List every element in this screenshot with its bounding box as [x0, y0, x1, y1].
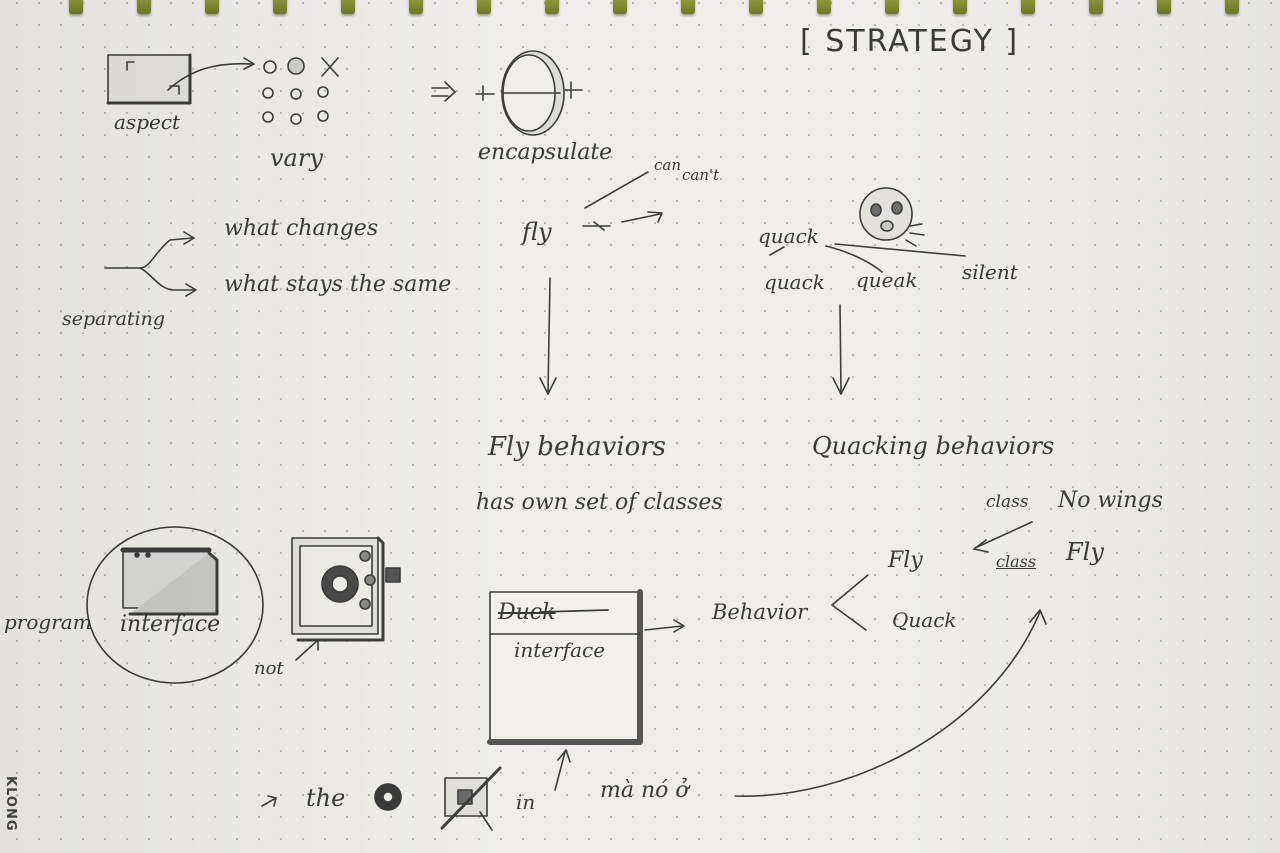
separating-bracket — [104, 231, 197, 297]
page-title: [ STRATEGY ] — [800, 24, 1020, 59]
behavior-chevron — [831, 574, 869, 631]
arrow-aspect-to-vary — [167, 62, 253, 91]
vary-grid-icon — [262, 57, 339, 125]
fly-branch-label: Fly — [888, 548, 923, 573]
brand-label: KLONG — [3, 776, 18, 832]
quack-sub-label: quack — [764, 270, 825, 294]
spiral-ring — [137, 0, 151, 14]
spiral-ring — [1157, 0, 1171, 14]
the-label: the — [306, 784, 346, 812]
spiral-ring — [477, 0, 491, 14]
interface-circle-label: interface — [120, 612, 221, 637]
can-arrow — [584, 171, 649, 209]
duck-interface-box — [487, 589, 643, 745]
interface-box-label: interface — [514, 638, 606, 662]
gear-box-icon — [291, 536, 401, 642]
not-arrow — [295, 639, 319, 661]
window-icon — [120, 547, 219, 616]
can-label: can — [654, 156, 682, 174]
spiral-ring — [1225, 0, 1239, 14]
aspect-label: aspect — [114, 110, 181, 134]
spiral-ring — [205, 0, 219, 14]
spiral-ring — [613, 0, 627, 14]
aspect-box-icon — [106, 53, 192, 105]
in-label: in — [516, 790, 536, 814]
quack-branch-line — [769, 246, 785, 256]
spiral-ring — [409, 0, 423, 14]
spiral-ring — [69, 0, 83, 14]
fly-right-label: Fly — [1066, 538, 1104, 566]
implies-icon — [431, 81, 456, 102]
squeak-label: queak — [856, 268, 918, 292]
no-wings-label: No wings — [1058, 488, 1163, 513]
quack-label: quack — [758, 224, 819, 248]
spiral-ring — [953, 0, 967, 14]
own-classes-label: has own set of classes — [476, 490, 723, 515]
spiral-ring — [273, 0, 287, 14]
quack-down-arrow — [832, 304, 850, 395]
silent-label: silent — [962, 260, 1018, 284]
spiral-ring — [749, 0, 763, 14]
crossed-box-icon — [440, 766, 502, 831]
interface-arrow — [644, 619, 685, 633]
spiral-ring — [341, 0, 355, 14]
vary-label: vary — [270, 144, 323, 172]
long-curve-arrow — [734, 609, 1047, 797]
spiral-ring — [545, 0, 559, 14]
vn-phrase-label: mà nó ở — [600, 778, 689, 803]
duck-label: Duck — [498, 600, 556, 625]
class-arrow — [973, 521, 1033, 553]
class-label-top: class — [986, 492, 1029, 512]
class-label-bottom: class — [996, 552, 1037, 571]
quack-branch-label: Quack — [892, 608, 957, 632]
not-label: not — [254, 658, 284, 679]
fly-behaviors-label: Fly behaviors — [488, 432, 667, 462]
spiral-ring — [681, 0, 695, 14]
fly-label: fly — [522, 218, 552, 246]
spiral-ring — [817, 0, 831, 14]
what-stays-label: what stays the same — [224, 272, 452, 297]
bottom-arrow — [261, 795, 277, 807]
program-circle — [86, 526, 264, 684]
quacking-behaviors-label: Quacking behaviors — [812, 432, 1055, 460]
spiral-ring — [885, 0, 899, 14]
encapsulate-label: encapsulate — [478, 140, 613, 165]
capsule-icon — [475, 50, 583, 136]
cant-label: can't — [682, 166, 720, 184]
gear-icon — [374, 783, 402, 811]
program-label: program — [4, 610, 92, 634]
spiral-ring — [1021, 0, 1035, 14]
what-changes-label: what changes — [224, 216, 379, 241]
behavior-label: Behavior — [712, 600, 808, 624]
separating-label: separating — [62, 308, 166, 330]
up-arrow — [554, 749, 571, 791]
duck-head-icon — [859, 187, 925, 247]
spiral-ring — [1089, 0, 1103, 14]
fly-down-arrow — [539, 277, 557, 395]
